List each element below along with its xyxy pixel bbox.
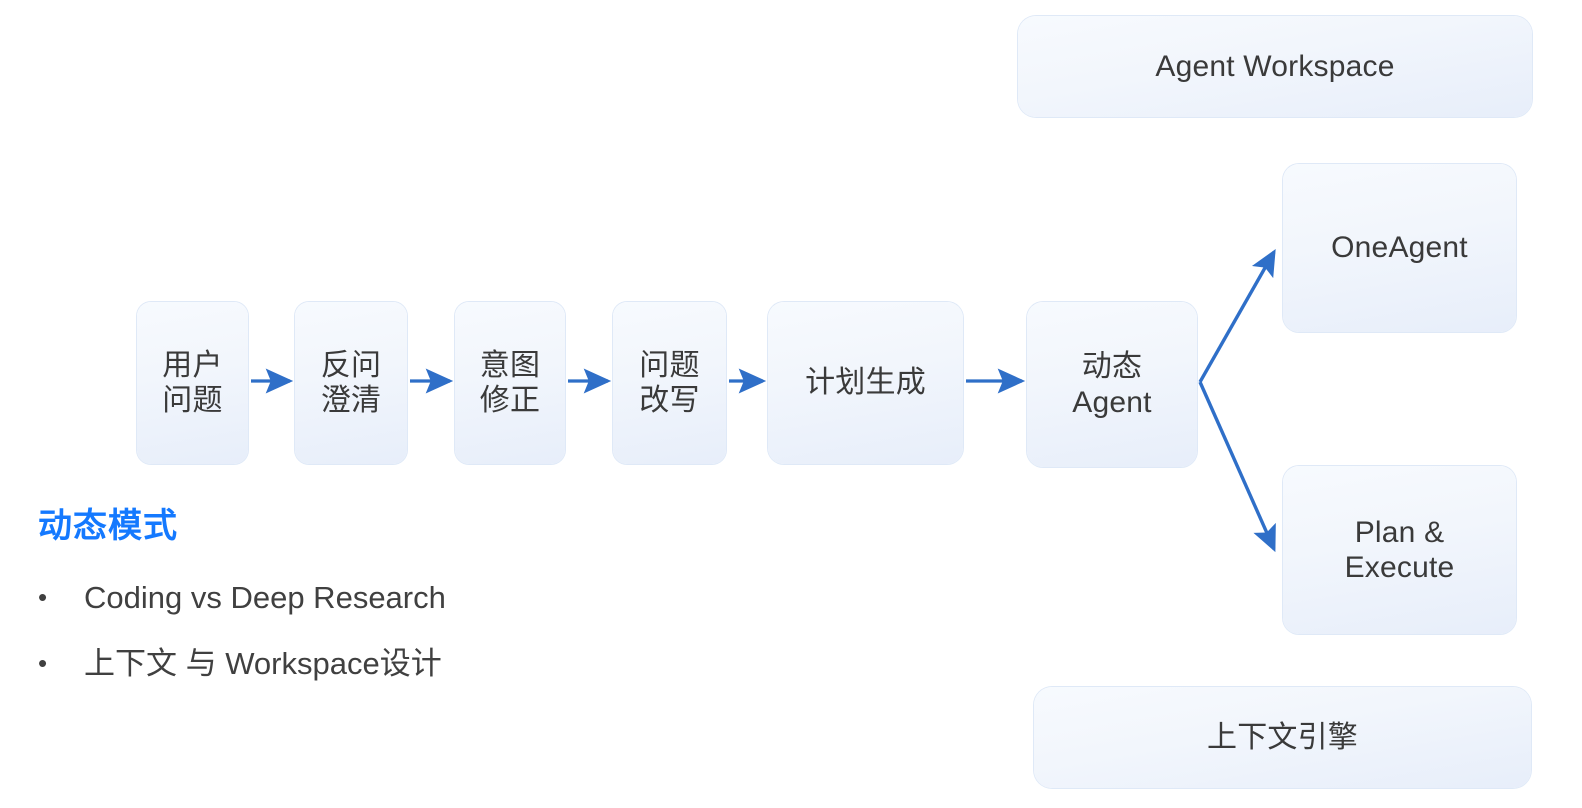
node-label: 问题 改写	[639, 348, 700, 417]
node-context-engine[interactable]: 上下文引擎	[1034, 687, 1531, 788]
node-label: 计划生成	[805, 366, 926, 400]
node-label: 反问 澄清	[320, 348, 382, 417]
node-label: 意图 修正	[479, 348, 541, 417]
bullet-marker-icon: •	[38, 582, 48, 613]
node-label: 上下文引擎	[1207, 720, 1358, 754]
node-dynamic-agent[interactable]: 动态 Agent	[1027, 302, 1197, 467]
node-label: Agent Workspace	[1155, 49, 1395, 83]
node-one-agent[interactable]: OneAgent	[1283, 164, 1516, 332]
node-plan-and-execute[interactable]: Plan & Execute	[1283, 466, 1516, 634]
node-clarify[interactable]: 反问 澄清	[295, 302, 407, 464]
arrow-dynamic-agent-to-one-agent	[1198, 249, 1276, 383]
node-question-rewrite[interactable]: 问题 改写	[613, 302, 726, 464]
node-label: 用户 问题	[162, 348, 223, 417]
node-agent-workspace[interactable]: Agent Workspace	[1018, 16, 1532, 117]
bullet-marker-icon: •	[38, 647, 48, 678]
node-label: Plan & Execute	[1344, 515, 1455, 584]
bullet-item: • Coding vs Deep Research	[38, 579, 598, 616]
node-user-question[interactable]: 用户 问题	[137, 302, 248, 464]
node-intent-fix[interactable]: 意图 修正	[455, 302, 565, 464]
bullet-label: 上下文 与 Workspace设计	[84, 645, 442, 681]
bullet-label: Coding vs Deep Research	[84, 580, 446, 616]
node-plan-generation[interactable]: 计划生成	[768, 302, 963, 464]
section-title: 动态模式	[38, 507, 178, 545]
node-label: OneAgent	[1331, 231, 1468, 265]
arrow-dynamic-agent-to-plan-and-execute	[1198, 381, 1276, 553]
bullet-item: • 上下文 与 Workspace设计	[38, 645, 598, 682]
text-block: 动态模式 • Coding vs Deep Research • 上下文 与 W…	[38, 507, 598, 710]
node-label: 动态 Agent	[1072, 350, 1152, 419]
